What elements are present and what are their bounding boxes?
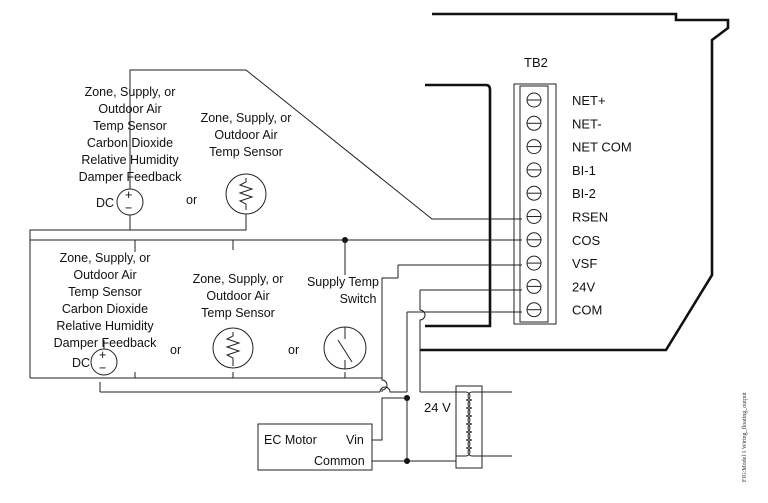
upper-therm-line-2: Outdoor Air — [214, 128, 277, 142]
tb2-label: TB2 — [524, 55, 548, 70]
upper-wiring — [29, 69, 522, 378]
lower-dc-plus: + — [99, 348, 106, 362]
lower-sensor-dc-label: Zone, Supply, or Outdoor Air Temp Sensor… — [54, 251, 158, 350]
figure-id: FIG:Model 1 Wiring_floating_output — [741, 392, 748, 482]
terminal-net-com: NET COM — [526, 139, 632, 155]
upper-therm-line-1: Zone, Supply, or — [201, 111, 292, 125]
lower-dc-source-symbol: DC + − — [72, 340, 118, 376]
terminal-label: BI-1 — [572, 163, 596, 178]
upper-or-label: or — [186, 193, 197, 207]
terminal-rsen: RSEN — [526, 209, 608, 225]
terminal-bi-2: BI-2 — [526, 185, 596, 201]
lower-thermistor-symbol — [212, 327, 254, 369]
terminal-label: RSEN — [572, 210, 608, 225]
lower-or-label-2: or — [288, 343, 299, 357]
lower-dc-line-4: Carbon Dioxide — [62, 302, 148, 316]
terminal-label: NET COM — [572, 140, 632, 155]
upper-dc-label: DC — [96, 196, 114, 210]
terminal-label: BI-2 — [572, 186, 596, 201]
lower-dc-minus: − — [99, 361, 106, 375]
supply-switch-line-1: Supply Temp — [307, 275, 379, 289]
lower-dc-line-6: Damper Feedback — [54, 336, 158, 350]
terminal-24v: 24V — [526, 278, 595, 294]
upper-thermistor-label: Zone, Supply, or Outdoor Air Temp Sensor — [201, 111, 292, 159]
terminal-label: VSF — [572, 256, 597, 271]
lower-dc-line-3: Temp Sensor — [68, 285, 142, 299]
terminal-net-: NET- — [526, 115, 602, 131]
supply-switch-symbol — [323, 326, 367, 370]
lower-therm-line-3: Temp Sensor — [201, 306, 275, 320]
terminal-label: COS — [572, 233, 601, 248]
terminal-label: COM — [572, 303, 602, 318]
terminal-net-: NET+ — [526, 92, 606, 108]
ec-motor-name: EC Motor — [264, 433, 317, 447]
upper-dc-source-symbol: DC + − — [96, 188, 144, 216]
ec-motor-vin: Vin — [346, 433, 364, 447]
upper-therm-line-3: Temp Sensor — [209, 145, 283, 159]
supply-switch-label: Supply Temp Switch — [307, 275, 379, 306]
upper-dc-minus: − — [125, 201, 132, 215]
terminal-vsf: VSF — [526, 255, 597, 271]
upper-dc-plus: + — [125, 188, 132, 202]
ec-motor: EC Motor Vin Common — [257, 423, 373, 471]
upper-thermistor-symbol — [225, 173, 267, 215]
terminal-com: COM — [526, 302, 602, 318]
transformer-label: 24 V — [424, 400, 451, 415]
lower-therm-line-2: Outdoor Air — [206, 289, 269, 303]
terminal-label: NET+ — [572, 93, 606, 108]
supply-switch-line-2: Switch — [340, 292, 377, 306]
terminal-label: 24V — [572, 279, 595, 294]
lower-wiring — [30, 237, 522, 464]
lower-or-label-1: or — [170, 343, 181, 357]
terminal-label: NET- — [572, 116, 602, 131]
board-outline — [425, 83, 492, 328]
ec-motor-common: Common — [314, 454, 365, 468]
terminal-strip — [519, 85, 549, 323]
transformer-24v: 24 V — [424, 385, 512, 469]
lower-thermistor-label: Zone, Supply, or Outdoor Air Temp Sensor — [193, 272, 284, 320]
terminal-cos: COS — [526, 232, 601, 248]
lower-therm-line-1: Zone, Supply, or — [193, 272, 284, 286]
enclosure-outline — [420, 12, 730, 352]
lower-dc-line-5: Relative Humidity — [56, 319, 154, 333]
lower-dc-line-2: Outdoor Air — [73, 268, 136, 282]
terminal-bi-1: BI-1 — [526, 162, 596, 178]
lower-dc-label: DC — [72, 356, 90, 370]
lower-dc-line-1: Zone, Supply, or — [60, 251, 151, 265]
